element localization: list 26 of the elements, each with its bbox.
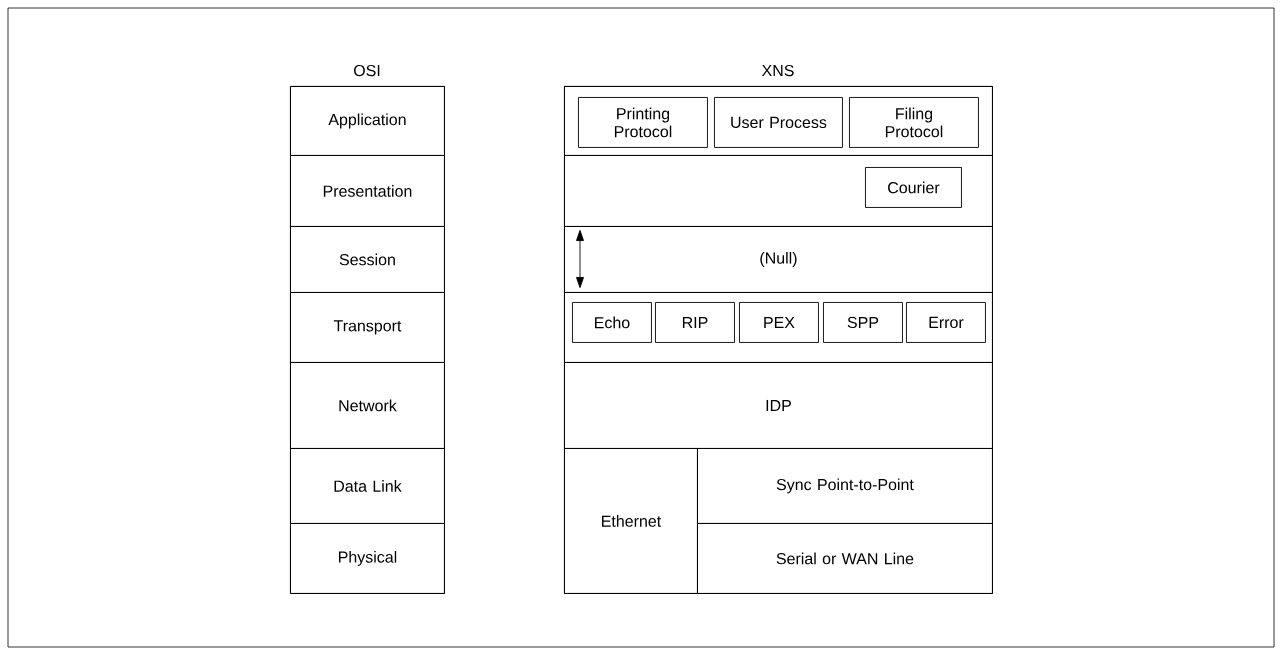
layer-band [564,292,993,363]
protocol-box: Filing Protocol [849,97,979,148]
layer-band: Ethernet [564,448,698,594]
layer-band: Presentation [290,155,445,227]
protocol-box: Error [906,302,986,343]
layer-band: Session [290,226,445,293]
node-label: XNS [761,64,794,77]
protocol-box: Courier [865,167,962,208]
layer-band: IDP [564,362,993,449]
layer-band: Data Link [290,448,445,524]
protocol-box: SPP [823,302,903,343]
layer-band: Network [290,362,445,449]
layer-band [564,86,993,156]
protocol-box: RIP [655,302,735,343]
layer-band: Sync Point-to-Point [697,448,993,524]
layer-band: Physical [290,523,445,594]
node-label: OSI [353,64,380,77]
layer-band: Serial or WAN Line [697,523,993,594]
layer-band: Application [290,86,445,156]
protocol-box: Echo [572,302,652,343]
layer-band: Transport [290,292,445,363]
layer-band [564,155,993,227]
layer-band: (Null) [564,226,993,293]
protocol-box: Printing Protocol [578,97,708,148]
protocol-box: User Process [714,97,843,148]
protocol-box: PEX [739,302,819,343]
